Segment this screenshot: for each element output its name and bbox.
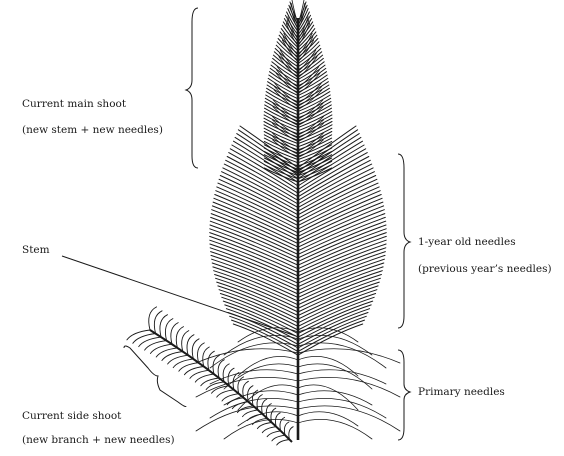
needle (173, 359, 193, 368)
needle (219, 179, 298, 218)
needle (179, 363, 199, 372)
needle (298, 419, 372, 439)
needle (298, 391, 372, 405)
needle (238, 356, 298, 376)
bracket-one-year-needles (398, 154, 410, 328)
needle (156, 348, 177, 357)
label-current-side-shoot-detail: (new branch + new needles) (22, 434, 175, 446)
label-one-year-needles-detail: (previous year’s needles) (418, 263, 552, 275)
needle (192, 339, 199, 359)
needle (298, 160, 370, 200)
needle (298, 412, 358, 426)
needle (162, 352, 183, 361)
needle (262, 427, 276, 433)
needle (298, 179, 377, 218)
needle (298, 164, 372, 204)
needle (184, 367, 203, 375)
needle (201, 378, 219, 386)
label-stem: Stem (22, 244, 50, 256)
needle (298, 183, 378, 222)
label-primary-needles: Primary needles (418, 386, 505, 398)
needle (277, 440, 290, 446)
needle (298, 176, 376, 215)
needle (298, 168, 373, 208)
needle (195, 374, 214, 382)
needle (298, 141, 363, 182)
needle (234, 141, 299, 182)
needle (284, 422, 289, 435)
needle (217, 390, 234, 397)
needle (298, 398, 386, 418)
needle (298, 130, 358, 172)
needle (196, 377, 298, 397)
needle (190, 370, 209, 378)
needle (298, 406, 400, 431)
bracket-current-side-shoot (124, 346, 186, 407)
needle (272, 435, 285, 441)
needle (196, 349, 298, 363)
needle (224, 391, 298, 405)
needle (289, 427, 293, 440)
needle (210, 398, 298, 418)
needle (238, 130, 298, 172)
needle (298, 377, 400, 397)
label-one-year-needles: 1-year old needles (418, 236, 516, 248)
needle (224, 164, 298, 204)
needle (168, 355, 189, 364)
needle (298, 370, 386, 384)
needle (223, 168, 298, 208)
needle (218, 183, 298, 222)
label-current-main-shoot: Current main shoot (22, 98, 126, 110)
needle (298, 356, 358, 376)
needle-strokes (127, 0, 400, 445)
needle (267, 431, 281, 437)
bracket-primary-needles (398, 350, 410, 440)
needle (222, 394, 239, 401)
needle (220, 176, 298, 215)
label-current-side-shoot: Current side shoot (22, 410, 121, 422)
label-current-main-shoot-detail: (new stem + new needles) (22, 124, 163, 136)
needle (298, 349, 400, 363)
stem-leader-line (62, 256, 296, 336)
needle (226, 160, 298, 200)
bracket-current-main-shoot (186, 8, 198, 168)
